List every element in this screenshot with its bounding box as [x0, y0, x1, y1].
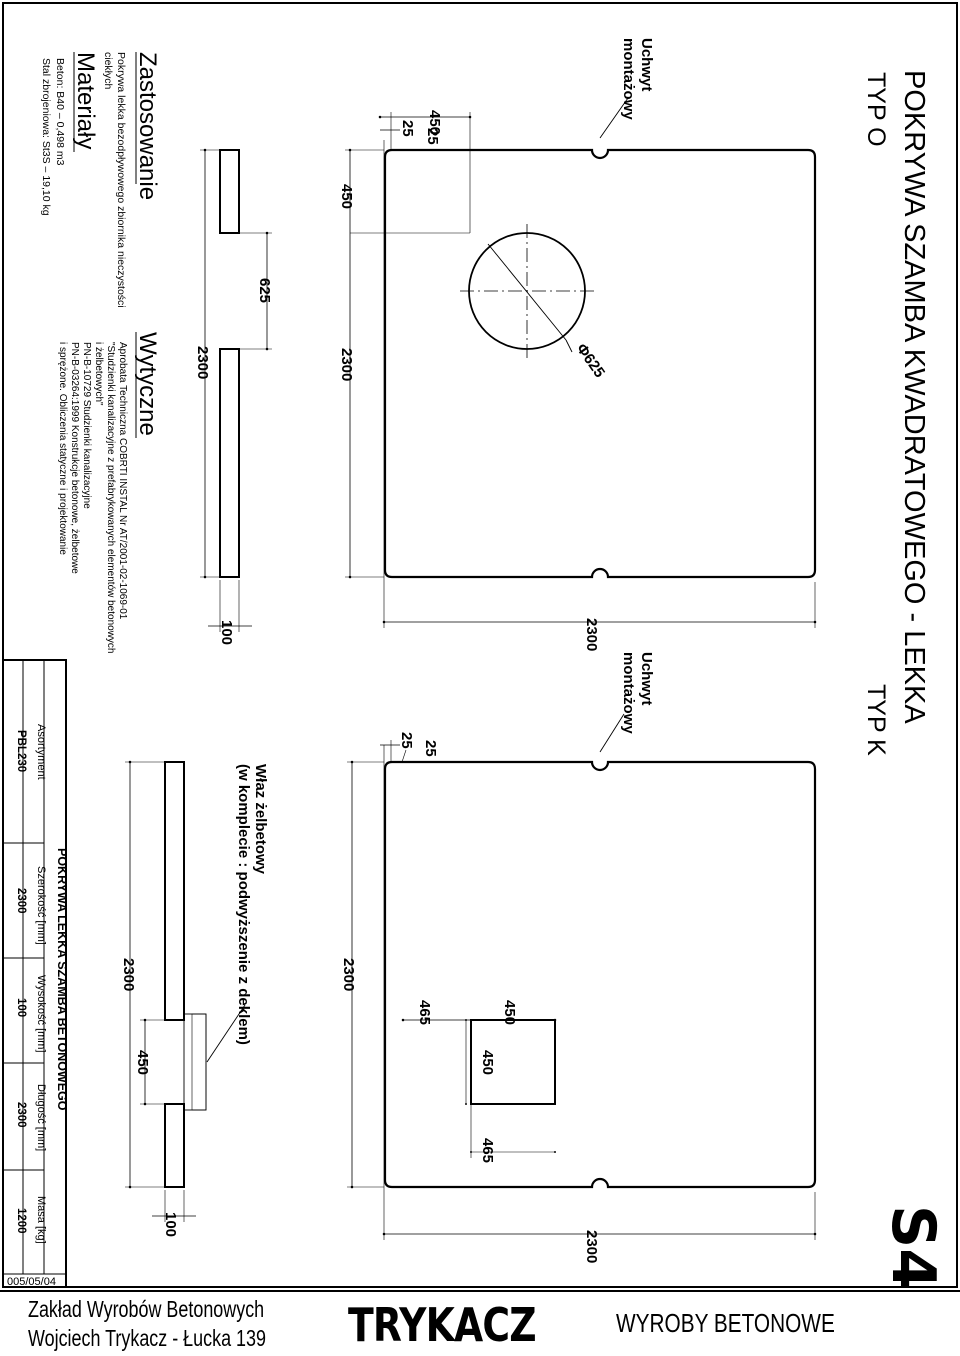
- type-k-manhole-ring: [183, 1013, 207, 1111]
- spec-value-height: 100: [15, 998, 27, 1017]
- type-k-dim-465-b: 465: [479, 1138, 496, 1163]
- guidelines-heading: Wytyczne: [134, 332, 161, 436]
- guidelines-line-6: i sprężone. Obliczenia statyczne i proje…: [57, 342, 68, 555]
- type-k-side-dim-length: 2300: [120, 958, 137, 991]
- materials-heading: Materiały: [72, 52, 99, 149]
- type-k-manhole-label-2: (w komplecie : podwyższenie z deklem): [235, 764, 252, 1045]
- brand-logo: TRYKACZ: [348, 1298, 537, 1352]
- type-o-label: TYP O: [862, 72, 890, 147]
- type-k-dim-450-b: 450: [479, 1050, 496, 1075]
- type-k-slab-outline: [383, 760, 817, 1189]
- type-o-dim-width: 2300: [583, 618, 600, 651]
- type-k-dim-25-b: 25: [422, 740, 439, 757]
- type-o-diameter-leader: [487, 243, 567, 341]
- type-k-side-dim-thickness: 100: [162, 1212, 179, 1237]
- guidelines-line-5: PN-B-03264:1999 Konstrukcje betonowe, że…: [69, 342, 80, 574]
- type-o-dim-hole-offset: 450: [338, 184, 355, 209]
- type-k-label: TYP K: [862, 684, 890, 756]
- type-k-side-dim-opening: 450: [134, 1050, 151, 1075]
- type-o-handle-label-1: Uchwyt: [638, 38, 655, 91]
- materials-line-1: Beton: B40 – 0,498 m3: [54, 58, 66, 166]
- spec-table-title: POKRYWA LEKKA SZAMBA BETONOWEGO: [55, 848, 69, 1111]
- spec-header-length: Długość [mm]: [35, 1084, 47, 1151]
- type-k-plan-view: [206, 713, 817, 1240]
- application-line-1: Pokrywa lekka bezodpływowego zbiornika n…: [115, 52, 127, 308]
- footer: Zakład Wyrobów Betonowych Wojciech Tryka…: [0, 1290, 960, 1356]
- guidelines-line-2: "Studzienki kanalizacyjne z prefabrykowa…: [105, 342, 116, 654]
- type-o-handle-label-2: montażowy: [620, 38, 637, 120]
- type-o-plan-view: [345, 97, 817, 628]
- type-o-side-section: [200, 148, 272, 632]
- type-k-handle-label-1: Uchwyt: [638, 652, 655, 705]
- company-name: Zakład Wyrobów Betonowych Wojciech Tryka…: [28, 1296, 266, 1352]
- spec-header-mass: Masa [kg]: [35, 1196, 47, 1244]
- type-k-dim-465-a: 465: [416, 1000, 433, 1025]
- type-k-handle-label-2: montażowy: [620, 652, 637, 734]
- type-o-dim-diameter: Φ625: [573, 341, 608, 381]
- spec-value-width: 2300: [15, 888, 27, 914]
- type-k-dim-width: 2300: [583, 1230, 600, 1263]
- application-line-2: ciekłych: [102, 52, 114, 90]
- drawing-title: POKRYWA SZAMBA KWADRATOWEGO - LEKKA: [898, 70, 930, 724]
- spec-header-width: Szerokość [mm]: [35, 866, 47, 945]
- spec-value-mass: 1200: [15, 1208, 27, 1234]
- drawing-frame: [2, 2, 958, 1288]
- spec-header-height: Wysokość [mm]: [35, 975, 47, 1053]
- type-o-side-dim-length: 2300: [194, 346, 211, 379]
- type-k-side-section: [125, 760, 207, 1222]
- type-o-dim-height: 2300: [338, 348, 355, 381]
- application-heading: Zastosowanie: [134, 52, 161, 200]
- type-k-handle-leader: [599, 713, 625, 753]
- materials-line-2: Stal zbrojeniowa: St3S – 19,10 kg: [40, 58, 52, 216]
- spec-value-length: 2300: [15, 1102, 27, 1128]
- type-o-dim-25-b: 25: [424, 128, 441, 145]
- type-o-side-dim-thickness: 100: [218, 620, 235, 645]
- type-o-handle-leader: [599, 97, 629, 139]
- type-o-side-dim-opening: 625: [256, 278, 273, 303]
- drawing-sheet: POKRYWA SZAMBA KWADRATOWEGO - LEKKA TYP …: [2, 2, 958, 1290]
- technical-drawing: POKRYWA SZAMBA KWADRATOWEGO - LEKKA TYP …: [2, 2, 958, 1290]
- type-o-dim-hole-offset-top: 450: [426, 110, 443, 135]
- type-o-slab-outline: [383, 148, 817, 579]
- spec-table: [2, 659, 67, 1288]
- guidelines-line-1: Aprobata Techniczna COBRTI INSTAL Nr AT/…: [117, 342, 128, 620]
- spec-header-assortment: Asortyment: [35, 724, 47, 780]
- company-line-1: Zakład Wyrobów Betonowych: [28, 1296, 265, 1322]
- guidelines-line-4: PN-B-10729 Studzienki kanalizacyjne: [81, 342, 92, 509]
- brand-tagline: WYROBY BETONOWE: [616, 1308, 835, 1338]
- spec-value-assortment: PBL230: [15, 730, 27, 772]
- type-k-dim-height: 2300: [340, 958, 357, 991]
- type-k-dim-25-a: 25: [398, 732, 415, 749]
- type-k-manhole-leader: [206, 1004, 246, 1063]
- sheet-code: S4: [878, 1205, 948, 1290]
- type-o-dim-25-a: 25: [399, 120, 416, 137]
- document-number: 005/05/04: [7, 1276, 56, 1288]
- guidelines-line-3: i żelbetowych": [93, 342, 104, 406]
- company-line-2: Wojciech Trykacz - Łucka 139: [28, 1325, 266, 1351]
- type-k-dim-450-a: 450: [501, 1000, 518, 1025]
- type-k-manhole-label-1: Właz żelbetowy: [252, 764, 269, 875]
